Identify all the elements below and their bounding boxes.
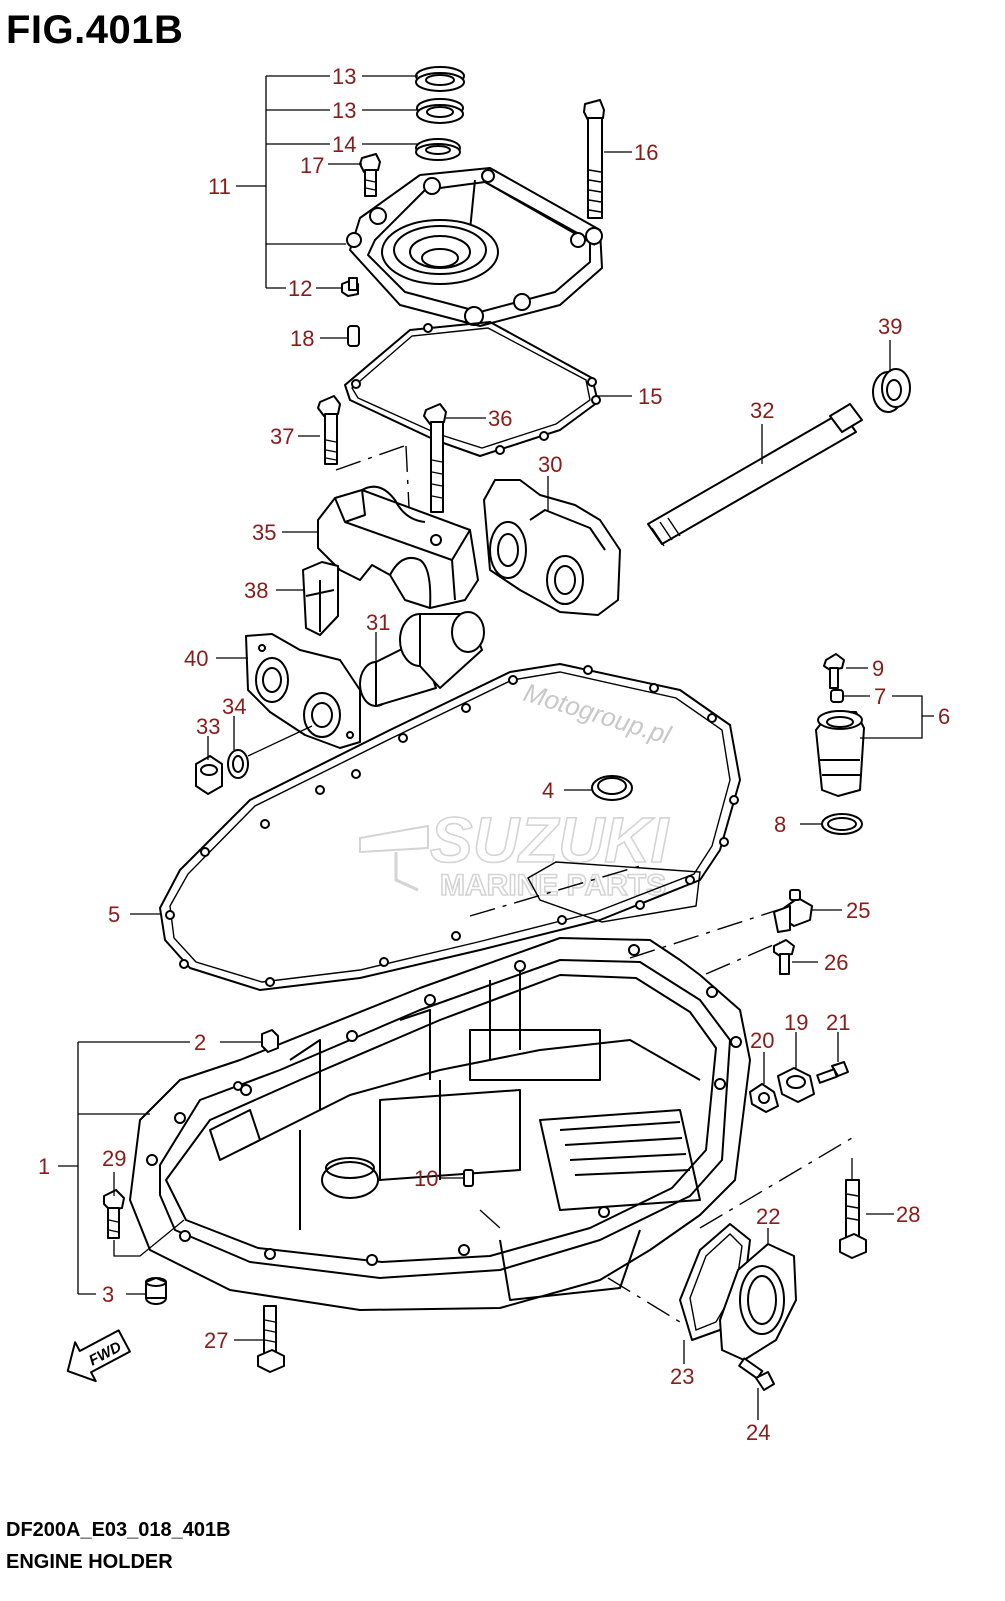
- part-14-ring: [415, 138, 461, 161]
- part-17-bolt: [359, 153, 381, 197]
- part-40-bracket: [245, 633, 361, 749]
- callout-23: 23: [670, 1364, 694, 1389]
- callout-21: 21: [826, 1010, 850, 1035]
- part-3-drain-plug: [145, 1277, 167, 1305]
- part-10-dowel: [463, 1169, 474, 1187]
- callout-1: 1: [38, 1154, 50, 1179]
- part-25-sensor: [773, 889, 813, 933]
- watermark-outboard-icon: [359, 824, 429, 892]
- part-35-mount-bracket: [317, 485, 479, 609]
- callout-31: 31: [366, 610, 390, 635]
- part-5-gasket: [159, 663, 741, 991]
- callout-15: 15: [638, 384, 662, 409]
- part-29-bolt: [103, 1189, 125, 1239]
- callout-36: 36: [488, 406, 512, 431]
- part-7-plug: [830, 689, 844, 703]
- callout-numbers: 13 13 14 17 11 16 12 18 39 15 32 37 36 3…: [38, 64, 950, 1445]
- figure-name: ENGINE HOLDER: [6, 1551, 173, 1573]
- part-20-gasket: [749, 1083, 779, 1113]
- part-16-long-bolt: [583, 99, 605, 219]
- callout-9: 9: [872, 656, 884, 681]
- figure-title: FIG.401B: [6, 8, 184, 52]
- callout-11: 11: [208, 174, 231, 199]
- part-34-washer: [227, 749, 249, 779]
- callout-35: 35: [252, 520, 276, 545]
- callout-4: 4: [542, 778, 554, 803]
- part-27-bolt: [257, 1305, 285, 1373]
- callout-29: 29: [102, 1146, 126, 1171]
- part-32-shaft: [647, 403, 863, 547]
- part-2-plug: [261, 1029, 279, 1053]
- part-36-bolt: [423, 403, 447, 513]
- callout-18: 18: [290, 326, 314, 351]
- callout-2: 2: [194, 1030, 206, 1055]
- part-33-nut: [195, 755, 223, 795]
- callout-26: 26: [824, 950, 848, 975]
- part-13-seal-upper: [415, 66, 465, 92]
- callout-5: 5: [108, 902, 120, 927]
- callout-8: 8: [774, 812, 786, 837]
- part-30-mount-housing: [483, 479, 621, 616]
- part-18-pin: [347, 325, 360, 347]
- callout-33: 33: [196, 714, 220, 739]
- part-15-gasket: [344, 321, 601, 457]
- part-8-o-ring: [821, 813, 863, 835]
- callout-22: 22: [756, 1204, 780, 1229]
- callout-40: 40: [184, 646, 208, 671]
- callout-16: 16: [634, 140, 658, 165]
- part-1-oil-pan-holes: [146, 944, 742, 1266]
- callout-39: 39: [878, 314, 902, 339]
- part-19-sensor: [777, 1067, 815, 1103]
- callout-3: 3: [102, 1282, 114, 1307]
- callout-6: 6: [938, 704, 950, 729]
- part-39-seal: [872, 368, 911, 413]
- part-26-bolt: [773, 939, 795, 975]
- part-1-oil-pan: [129, 937, 751, 1311]
- callout-17: 17: [300, 153, 324, 178]
- part-37-bolt: [317, 395, 341, 465]
- part-28-bolt: [839, 1179, 867, 1259]
- part-22-cover: [719, 1243, 797, 1361]
- callout-24: 24: [746, 1420, 770, 1445]
- part-12-fitting: [341, 277, 359, 297]
- callout-25: 25: [846, 898, 870, 923]
- watermark-subtitle: MARINE PARTS: [440, 869, 666, 902]
- part-11-cover: [346, 167, 603, 327]
- part-9-bolt: [823, 653, 845, 689]
- callout-30: 30: [538, 452, 562, 477]
- callout-14: 14: [332, 132, 356, 157]
- part-21-bolt: [816, 1061, 849, 1084]
- callout-19: 19: [784, 1010, 808, 1035]
- figure-code: DF200A_E03_018_401B: [6, 1519, 231, 1541]
- callout-12: 12: [288, 276, 312, 301]
- part-4-o-ring: [591, 775, 633, 801]
- callout-27: 27: [204, 1328, 228, 1353]
- callout-34: 34: [222, 694, 246, 719]
- part-13-seal-lower: [416, 98, 464, 124]
- part-5-gasket-holes: [165, 665, 739, 987]
- callout-32: 32: [750, 398, 774, 423]
- callout-10: 10: [414, 1166, 438, 1191]
- callout-13-upper: 13: [332, 64, 356, 89]
- callout-20: 20: [750, 1028, 774, 1053]
- part-31-bushing: [359, 611, 485, 707]
- fwd-arrow-icon: FWD: [66, 1329, 131, 1383]
- part-38-clip: [302, 561, 339, 636]
- callout-37: 37: [270, 424, 294, 449]
- watermark-brand: SUZUKI: [430, 804, 669, 876]
- callout-38: 38: [244, 578, 268, 603]
- part-24-bolt: [738, 1357, 775, 1391]
- part-6-outlet: [815, 710, 865, 797]
- callout-28: 28: [896, 1202, 920, 1227]
- callout-7: 7: [874, 684, 886, 709]
- callout-leaders: [58, 75, 934, 1420]
- callout-13-lower: 13: [332, 98, 356, 123]
